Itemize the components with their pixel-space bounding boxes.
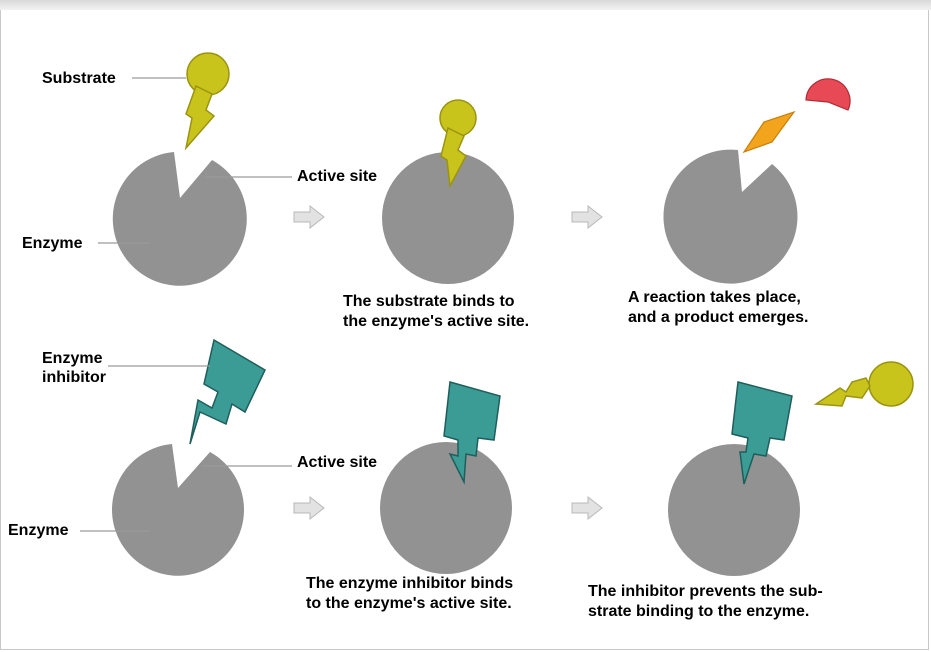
arrow-icon <box>294 497 324 519</box>
label-line: Enzyme <box>42 349 106 368</box>
substrate-shape <box>186 53 229 148</box>
caption-inhibitor-prevents: The inhibitor prevents the sub- strate b… <box>588 582 823 622</box>
inhibitor-label: Enzyme inhibitor <box>42 349 106 387</box>
product-diamond-shape <box>744 112 794 152</box>
caption-inhibitor-binds: The enzyme inhibitor binds to the enzyme… <box>306 574 513 614</box>
substrate-label: Substrate <box>42 69 116 88</box>
caption-line: to the enzyme's active site. <box>306 594 513 614</box>
arrow-icon <box>294 206 324 228</box>
caption-reaction: A reaction takes place, and a product em… <box>628 288 809 328</box>
label-line: inhibitor <box>42 368 106 387</box>
caption-line: The enzyme inhibitor binds <box>306 574 513 594</box>
product-pacman-shape <box>806 79 850 110</box>
caption-line: the enzyme's active site. <box>343 312 529 332</box>
active-site-label: Active site <box>297 167 377 186</box>
arrow-icon <box>572 206 602 228</box>
caption-line: A reaction takes place, <box>628 288 809 308</box>
enzyme-label: Enzyme <box>8 521 68 540</box>
enzyme-shape <box>112 444 244 576</box>
enzyme-label: Enzyme <box>22 234 82 253</box>
caption-line: The substrate binds to <box>343 292 529 312</box>
caption-substrate-binds: The substrate binds to the enzyme's acti… <box>343 292 529 332</box>
enzyme-shape <box>113 152 247 286</box>
caption-line: and a product emerges. <box>628 308 809 328</box>
caption-line: strate binding to the enzyme. <box>588 602 823 622</box>
arrow-icon <box>572 497 602 519</box>
enzyme-shape <box>668 444 800 576</box>
substrate-shape <box>816 362 913 406</box>
enzyme-shape <box>380 442 512 574</box>
inhibitor-shape <box>190 340 265 444</box>
active-site-label: Active site <box>297 453 377 472</box>
enzyme-shape <box>663 150 797 284</box>
caption-line: The inhibitor prevents the sub- <box>588 582 823 602</box>
